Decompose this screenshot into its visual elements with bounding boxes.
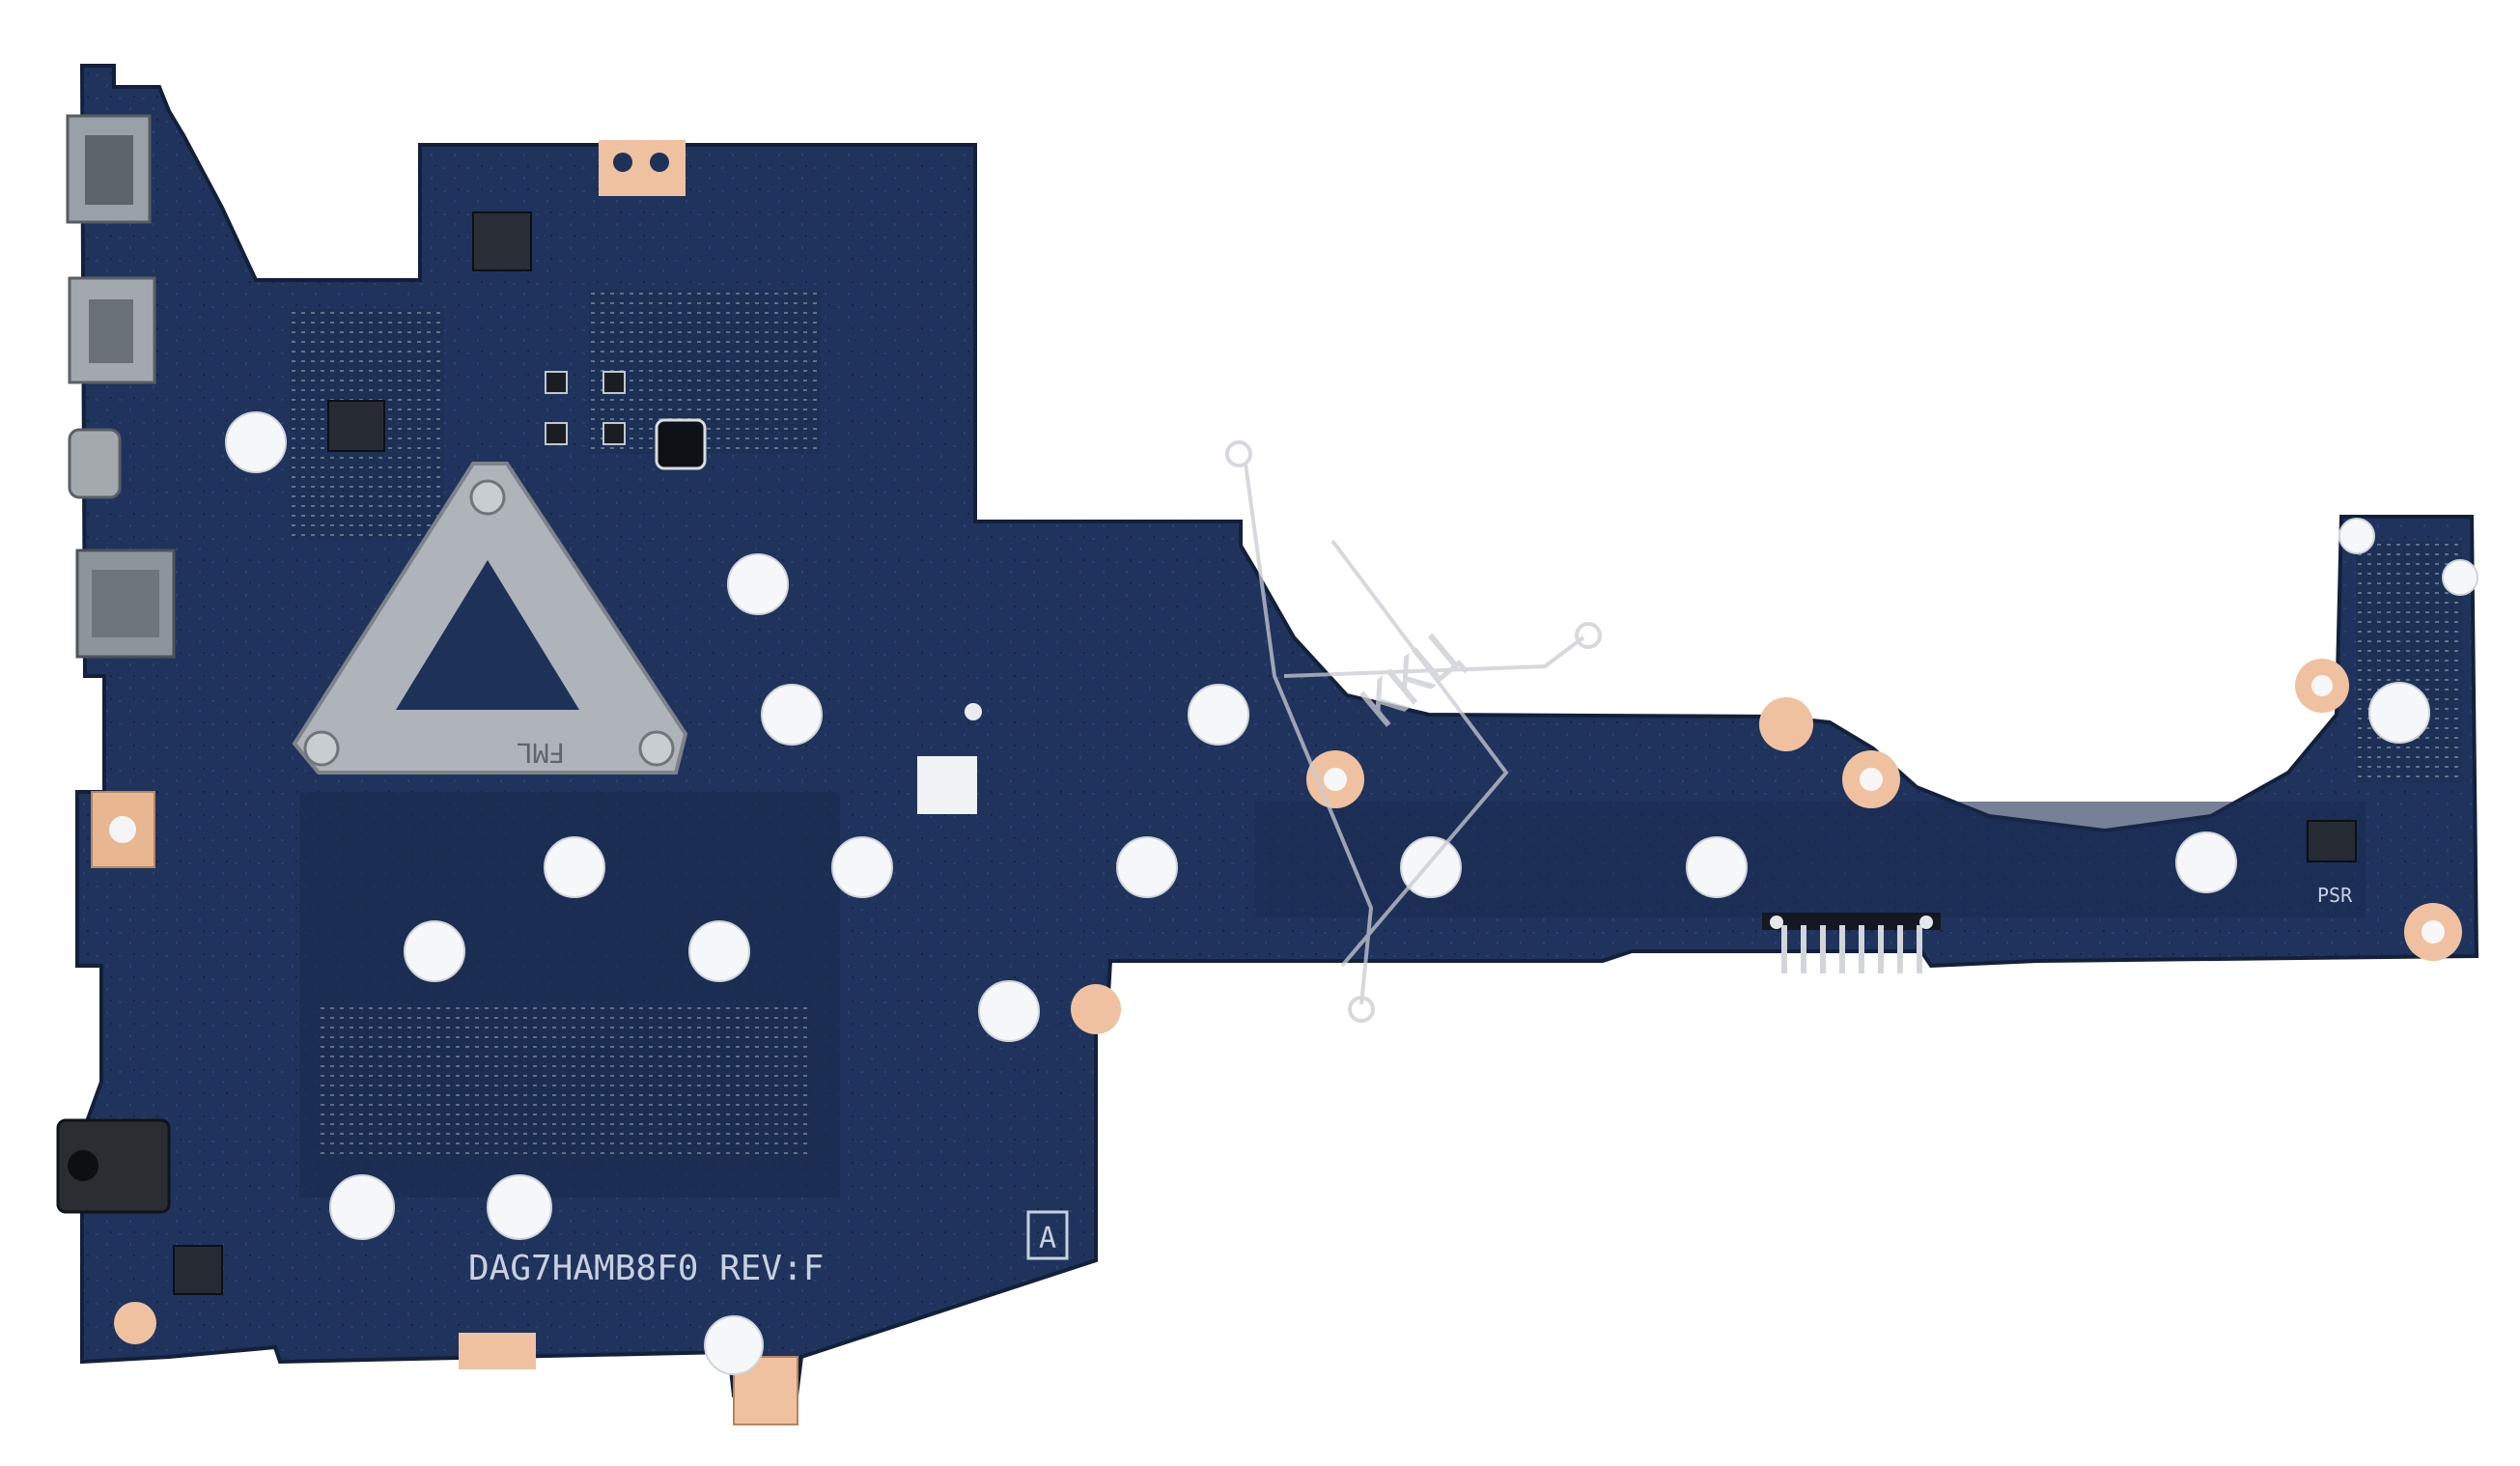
chip-label: PSR	[2317, 884, 2353, 907]
chip-round	[655, 418, 707, 470]
marker-text: A	[1039, 1222, 1056, 1255]
smd-squares	[545, 371, 626, 445]
sd-card-slot	[75, 549, 176, 659]
screw-pad-bl	[114, 1302, 156, 1344]
hdmi-port	[66, 114, 152, 224]
chip-top	[472, 211, 532, 271]
copper-ring-holes	[1071, 659, 2462, 1034]
marker-box: A	[1026, 1210, 1069, 1260]
copper-pad-bottom	[459, 1333, 536, 1369]
chip-bottom-left	[173, 1245, 223, 1295]
small-via	[965, 703, 982, 720]
audio-jack	[56, 1118, 171, 1214]
chip-left	[327, 400, 385, 452]
white-label-square	[917, 756, 977, 814]
mounting-tab-left	[91, 791, 155, 868]
battery-connector	[1762, 913, 1941, 973]
model-silkscreen: DAG7HAMB8F0 REV:F	[468, 1249, 824, 1288]
usb-a-port	[68, 276, 156, 384]
copper-pad-top	[599, 140, 686, 196]
chip-right	[2307, 820, 2357, 862]
mounting-holes	[225, 411, 2478, 1375]
heatsink-bracket: FML	[292, 462, 688, 775]
usb-c-port	[68, 428, 122, 499]
bracket-text: FML	[517, 737, 566, 769]
